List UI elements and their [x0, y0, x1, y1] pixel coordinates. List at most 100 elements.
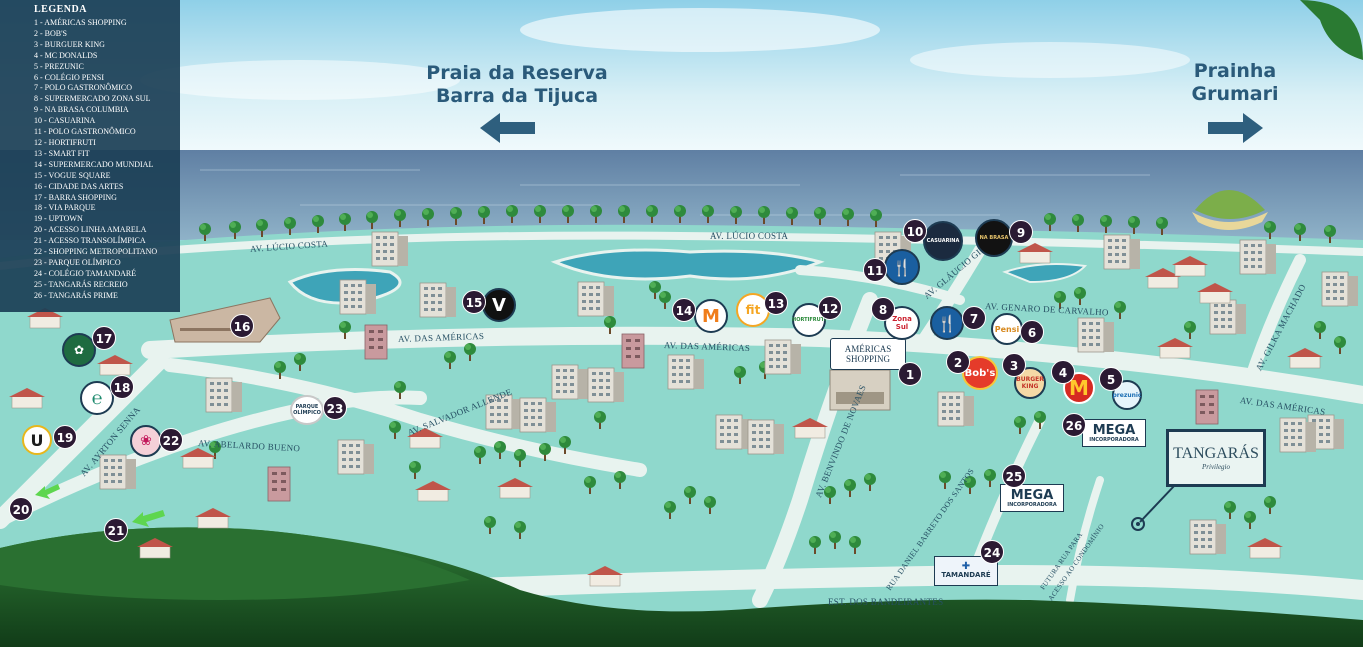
brand-text: TAMANDARÉ [941, 571, 991, 579]
metropolitano-icon: ❀ [140, 433, 152, 449]
legend-item: 20 - ACESSO LINHA AMARELA [34, 225, 147, 235]
mega-recreio-logo[interactable]: MEGA INCORPORADORA [1000, 484, 1064, 512]
na-brasa-logo[interactable]: NA BRASA [975, 219, 1013, 257]
legend-panel: LEGENDA 1 - AMÉRICAS SHOPPING 2 - BOB'S … [0, 0, 180, 312]
brand-subtext: Privilegio [1202, 462, 1230, 471]
mundial-logo[interactable]: M [694, 299, 728, 333]
brand-text: M [702, 305, 720, 327]
hortifruti-logo[interactable]: HORTIFRUTI [792, 303, 826, 337]
brand-text: NA BRASA [979, 235, 1009, 241]
brand-text: SHOPPING [845, 354, 890, 364]
pin-21[interactable]: 21 [104, 518, 128, 542]
brand-subtext: INCORPORADORA [1089, 436, 1139, 443]
legend-item: 26 - TANGARÁS PRIME [34, 290, 118, 300]
pin-23[interactable]: 23 [323, 396, 347, 420]
pin-25[interactable]: 25 [1002, 464, 1026, 488]
polo-gastronomico-7-logo[interactable]: 🍴 [930, 306, 964, 340]
destination-praia-reserva: Praia da Reserva Barra da Tijuca [412, 62, 622, 108]
legend-item: 18 - VIA PARQUE [34, 203, 96, 213]
pin-20[interactable]: 20 [9, 497, 33, 521]
brand-text: U [30, 430, 44, 450]
via-parque-icon: ℮ [91, 387, 103, 408]
brand-text: AMÉRICAS [844, 344, 892, 354]
legend-item: 25 - TANGARÁS RECREIO [34, 279, 128, 289]
pin-19[interactable]: 19 [53, 425, 77, 449]
legend-item: 15 - VOGUE SQUARE [34, 170, 111, 180]
pin-13[interactable]: 13 [764, 291, 788, 315]
mcdonalds-logo[interactable]: M [1063, 372, 1095, 404]
polo-gastronomico-11-logo[interactable]: 🍴 [884, 249, 920, 285]
pin-14[interactable]: 14 [672, 298, 696, 322]
pin-26[interactable]: 26 [1062, 413, 1086, 437]
legend-item: 21 - ACESSO TRANSOLÍMPICA [34, 236, 146, 246]
casuarina-logo[interactable]: CASUARINA [923, 221, 963, 261]
pin-1[interactable]: 1 [898, 362, 922, 386]
legend-item: 10 - CASUARINA [34, 116, 96, 126]
legend-item: 23 - PARQUE OLÍMPICO [34, 257, 121, 267]
pin-6[interactable]: 6 [1020, 320, 1044, 344]
legend-item: 9 - NA BRASA COLUMBIA [34, 105, 129, 115]
barra-icon: ✿ [73, 343, 85, 357]
brand-text: PARQUE OLÍMPICO [293, 404, 321, 416]
legend-item: 11 - POLO GASTRONÔMICO [34, 127, 136, 137]
destination-line: Praia da Reserva [426, 62, 608, 84]
legend-title: LEGENDA [34, 4, 87, 15]
brand-text: HORTIFRUTI [792, 317, 826, 323]
pin-12[interactable]: 12 [818, 296, 842, 320]
pin-5[interactable]: 5 [1099, 367, 1123, 391]
legend-item: 16 - CIDADE DAS ARTES [34, 181, 124, 191]
pin-3[interactable]: 3 [1002, 353, 1026, 377]
americas-shopping-logo[interactable]: AMÉRICAS SHOPPING [830, 338, 906, 370]
bobs-logo[interactable]: Bob's [962, 356, 998, 390]
brand-text: fit [745, 303, 761, 317]
pin-7[interactable]: 7 [962, 306, 986, 330]
pin-10[interactable]: 10 [903, 219, 927, 243]
legend-item: 5 - PREZUNIC [34, 61, 84, 71]
legend-item: 13 - SMART FIT [34, 148, 90, 158]
pin-24[interactable]: 24 [980, 540, 1004, 564]
brand-text: MEGA [1092, 422, 1136, 438]
legend-item: 24 - COLÉGIO TAMANDARÉ [34, 268, 137, 278]
vogue-square-logo[interactable]: V [482, 288, 516, 322]
legend-item: 17 - BARRA SHOPPING [34, 192, 117, 202]
brand-text: TANGARÁS [1173, 444, 1259, 462]
brand-text: Zona Sul [892, 315, 912, 331]
via-parque-logo[interactable]: ℮ [80, 381, 114, 415]
pensi-logo[interactable]: Pensi [991, 313, 1023, 345]
pin-16[interactable]: 16 [230, 314, 254, 338]
legend-item: 6 - COLÉGIO PENSI [34, 72, 104, 82]
legend-item: 19 - UPTOWN [34, 214, 83, 224]
destination-prainha: Prainha Grumari [1175, 60, 1295, 106]
shopping-metropolitano-logo[interactable]: ❀ [130, 425, 162, 457]
legend-item: 12 - HORTIFRUTI [34, 137, 96, 147]
pin-22[interactable]: 22 [159, 428, 183, 452]
tangaras-logo[interactable]: TANGARÁS Privilegio [1166, 429, 1266, 487]
legend-item: 8 - SUPERMERCADO ZONA SUL [34, 94, 151, 104]
destination-line: Prainha [1193, 60, 1277, 82]
pin-15[interactable]: 15 [462, 290, 486, 314]
legend-item: 4 - MC DONALDS [34, 50, 98, 60]
legend-item: 3 - BURGUER KING [34, 39, 105, 49]
pin-9[interactable]: 9 [1009, 220, 1033, 244]
legend-item: 22 - SHOPPING METROPOLITANO [34, 247, 158, 257]
pin-4[interactable]: 4 [1051, 360, 1075, 384]
mega-prime-logo[interactable]: MEGA INCORPORADORA [1082, 419, 1146, 447]
cutlery-icon: 🍴 [892, 257, 912, 277]
uptown-logo[interactable]: U [22, 425, 52, 455]
street-label: AV. LÚCIO COSTA [710, 231, 789, 241]
pin-18[interactable]: 18 [110, 375, 134, 399]
pin-2[interactable]: 2 [946, 350, 970, 374]
brand-text: Bob's [964, 367, 996, 379]
destination-line: Grumari [1191, 83, 1279, 105]
street-label: EST. DOS BANDEIRANTES [828, 597, 944, 607]
brand-text: MEGA [1010, 487, 1054, 503]
pin-17[interactable]: 17 [92, 326, 116, 350]
pin-11[interactable]: 11 [863, 258, 887, 282]
barra-shopping-logo[interactable]: ✿ [62, 333, 96, 367]
pin-8[interactable]: 8 [871, 297, 895, 321]
brand-text: BURGER KING [1016, 376, 1044, 390]
cutlery-icon: 🍴 [937, 313, 957, 333]
tamandare-icon: ✚ [961, 561, 971, 572]
brand-text: Pensi [994, 324, 1020, 334]
parque-olimpico-logo[interactable]: PARQUE OLÍMPICO [290, 395, 324, 425]
